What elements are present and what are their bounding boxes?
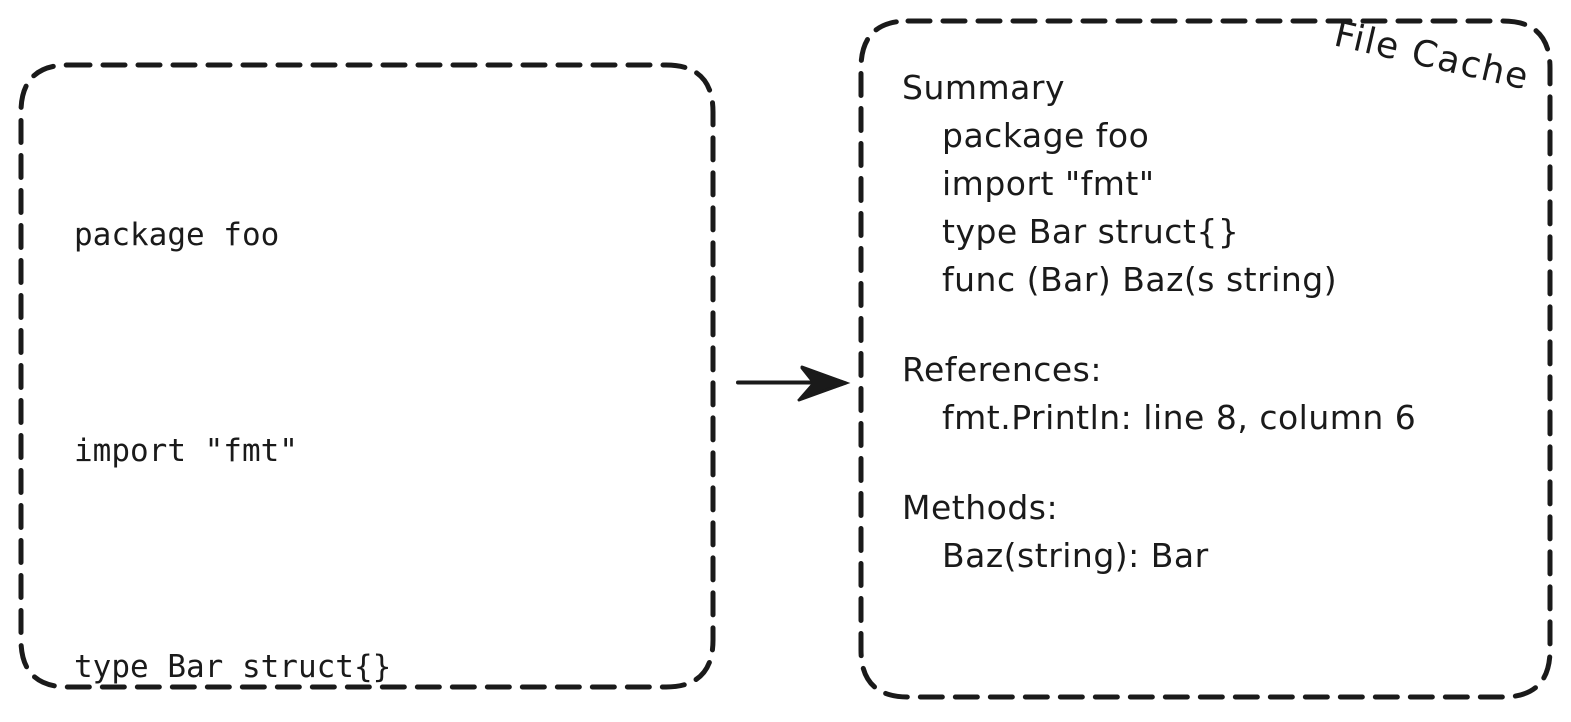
code-line: type Bar struct{} (74, 649, 392, 685)
section-spacer (902, 304, 1522, 346)
code-line: package foo (74, 217, 280, 253)
code-blank-line (74, 544, 559, 590)
section-heading: Summary (902, 68, 1065, 107)
code-line: import "fmt" (74, 433, 298, 469)
section-spacer (902, 442, 1522, 484)
cache-section-references: References: fmt.Println: line 8, column … (902, 346, 1522, 442)
source-file-panel: package foo import "fmt" type Bar struct… (16, 60, 718, 692)
cache-section-summary: Summary package foo import "fmt" type Ba… (902, 64, 1522, 304)
section-heading: Methods: (902, 488, 1059, 527)
code-blank-line (74, 328, 559, 374)
section-item: package foo (942, 116, 1150, 155)
cache-contents: Summary package foo import "fmt" type Ba… (902, 64, 1522, 580)
section-heading: References: (902, 350, 1102, 389)
section-item: fmt.Println: line 8, column 6 (942, 398, 1417, 437)
section-item: type Bar struct{} (942, 212, 1240, 251)
cache-section-methods: Methods: Baz(string): Bar (902, 484, 1522, 580)
flow-arrow-icon (736, 350, 852, 416)
section-item: import "fmt" (942, 164, 1155, 203)
source-code-text: package foo import "fmt" type Bar struct… (74, 158, 559, 722)
section-item: Baz(string): Bar (942, 536, 1209, 575)
file-cache-panel: File Cache Summary package foo import "f… (856, 14, 1555, 702)
section-item: func (Bar) Baz(s string) (942, 260, 1338, 299)
